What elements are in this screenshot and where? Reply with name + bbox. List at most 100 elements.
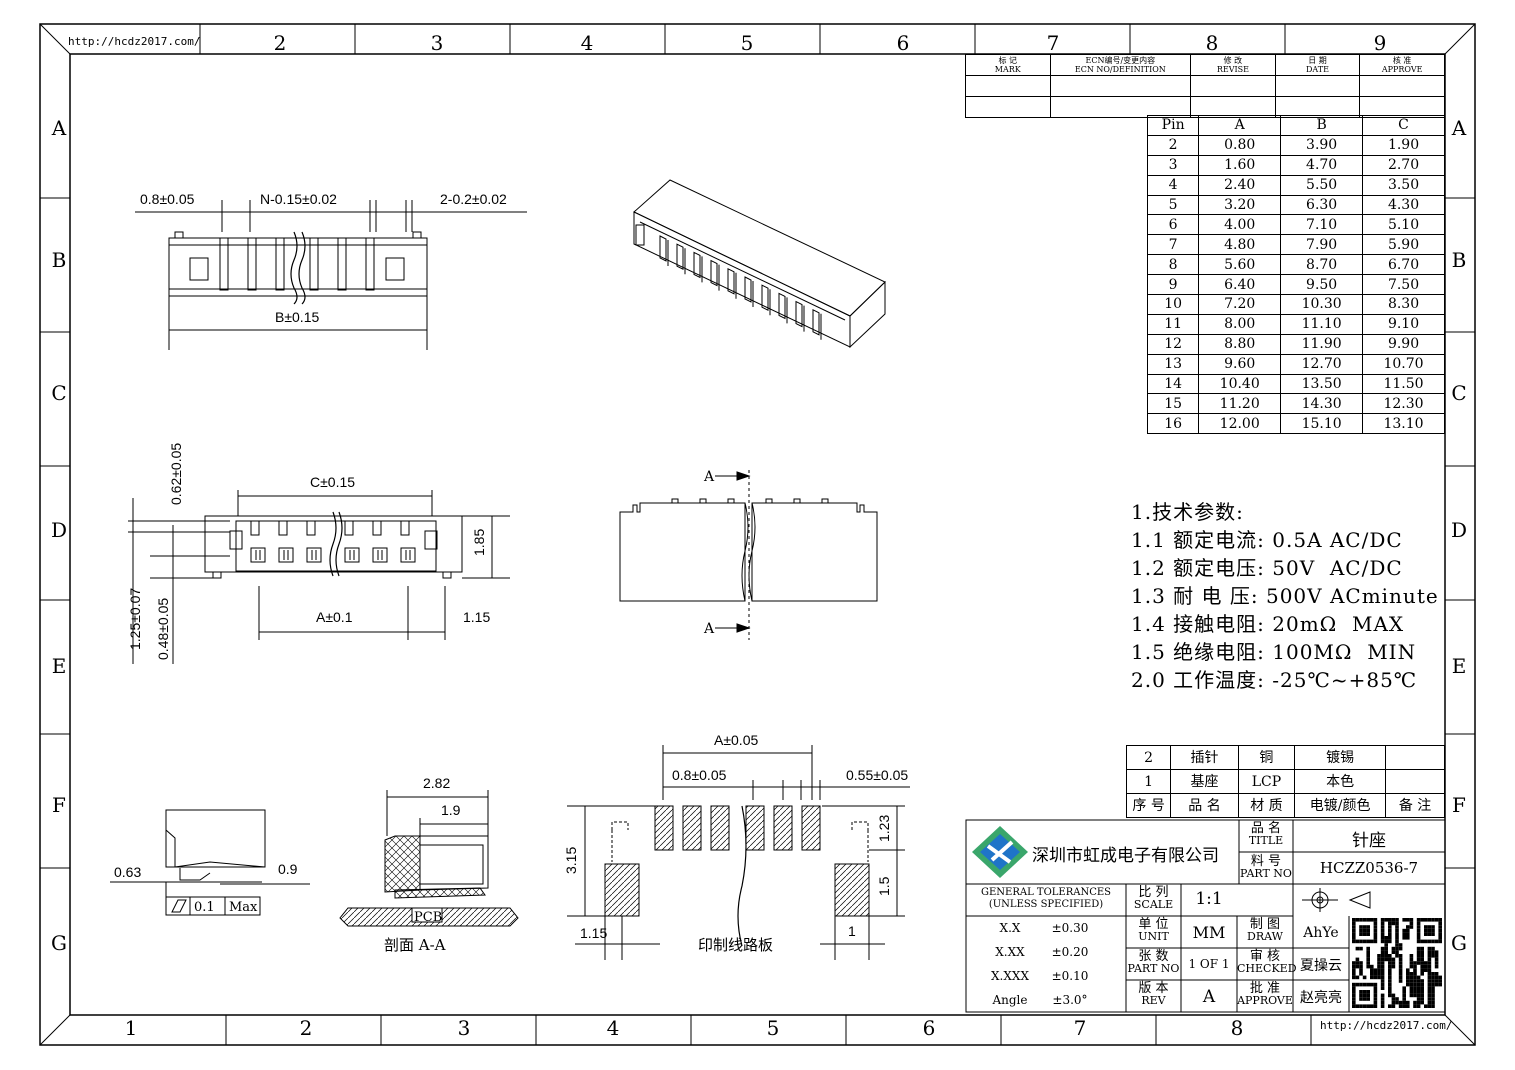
- url-bottom[interactable]: http://hcdz2017.com/: [1320, 1019, 1453, 1032]
- column-label-bottom: 5: [767, 1016, 780, 1040]
- qr-module: [1380, 1000, 1385, 1005]
- qr-module: [1427, 918, 1432, 922]
- qr-module: [1424, 1004, 1428, 1008]
- qr-module: [1427, 975, 1432, 980]
- pin-table-cell: 4.70: [1280, 154, 1364, 176]
- pin-table-cell: 4.80: [1198, 234, 1282, 256]
- row-label-right: C: [1451, 381, 1466, 405]
- qr-module: [1373, 921, 1378, 926]
- qr-module: [1384, 954, 1388, 958]
- tolerance-value: ±3.0°: [1052, 993, 1088, 1007]
- qr-module: [1362, 993, 1367, 998]
- qr-module: [1370, 964, 1374, 969]
- qr-module: [1434, 979, 1439, 983]
- pin-table-cell: 16: [1146, 413, 1200, 435]
- pin-table-header-cell: C: [1362, 115, 1445, 136]
- iso-pin: [693, 251, 703, 283]
- qr-module: [1420, 972, 1424, 976]
- pin-table-header-cell: B: [1280, 115, 1364, 136]
- qr-module: [1395, 918, 1399, 922]
- row-label-left: D: [51, 518, 67, 542]
- pin-table-cell: 14.30: [1280, 393, 1364, 415]
- qr-module: [1438, 925, 1442, 929]
- qr-module: [1427, 954, 1432, 958]
- qr-module: [1434, 918, 1439, 922]
- qr-module: [1391, 921, 1396, 926]
- pin-table-cell: 6: [1146, 214, 1200, 236]
- part-label-en: PART NO: [1240, 867, 1292, 880]
- qr-module: [1380, 921, 1385, 926]
- qr-module: [1413, 975, 1417, 980]
- qr-module: [1416, 950, 1421, 954]
- dim-top-b: B±0.15: [275, 309, 319, 325]
- qr-module: [1373, 968, 1378, 972]
- pin-table-header-cell: A: [1198, 115, 1282, 136]
- qr-module: [1388, 964, 1392, 969]
- rev-h-ecn-en: ECN NO/DEFINITION: [1074, 65, 1166, 74]
- rev-h-date-en: DATE: [1306, 65, 1329, 74]
- qr-module: [1406, 975, 1410, 980]
- revision-row: [965, 96, 1445, 118]
- pcb-pad: [801, 805, 821, 851]
- url-top[interactable]: http://hcdz2017.com/: [68, 35, 201, 48]
- iso-pin: [812, 308, 822, 340]
- qr-module: [1370, 982, 1374, 987]
- qr-module: [1438, 979, 1442, 983]
- qr-module: [1409, 990, 1414, 994]
- qr-module: [1427, 997, 1432, 1001]
- dim-side-063: 0.63: [114, 864, 141, 880]
- pin-table-cell: 12.30: [1362, 393, 1445, 415]
- qr-module: [1398, 946, 1403, 951]
- qr-module: [1406, 979, 1410, 983]
- pin-table-cell: 8: [1146, 254, 1200, 276]
- qr-module: [1373, 936, 1378, 940]
- dim-side-max: Max: [229, 900, 258, 915]
- qr-module: [1409, 925, 1414, 929]
- qr-module: [1373, 982, 1378, 987]
- column-label-bottom: 2: [300, 1016, 313, 1040]
- qr-module: [1420, 979, 1424, 983]
- column-label-bottom: 6: [923, 1016, 936, 1040]
- qr-module: [1438, 928, 1442, 933]
- pcb-pad: [745, 805, 765, 851]
- cs-caption: 剖面 A-A: [384, 936, 446, 954]
- pin-table-cell: 7: [1146, 234, 1200, 256]
- pin-table-cell: 11.10: [1280, 313, 1364, 335]
- qr-module: [1416, 957, 1421, 962]
- qr-module: [1373, 932, 1378, 936]
- qr-module: [1384, 950, 1388, 954]
- qr-module: [1352, 993, 1356, 998]
- qr-module: [1380, 928, 1385, 933]
- pin-table-cell: 4: [1146, 174, 1200, 196]
- qr-module: [1366, 1004, 1370, 1008]
- spec-line: 1.3 耐 电 压: 500V ACminute: [1131, 584, 1439, 608]
- qr-module: [1352, 972, 1356, 976]
- qr-module: [1431, 982, 1435, 987]
- column-label-top: 2: [274, 31, 287, 55]
- qr-module: [1434, 950, 1439, 954]
- qr-module: [1406, 936, 1410, 940]
- qr-module: [1391, 964, 1396, 969]
- pin-table-cell: 9.90: [1362, 333, 1445, 355]
- qr-module: [1431, 954, 1435, 958]
- qr-module: [1366, 925, 1370, 929]
- qr-module: [1413, 964, 1417, 969]
- qr-module: [1352, 1000, 1356, 1005]
- qr-module: [1438, 936, 1442, 940]
- title-label-cn: 品 名: [1250, 821, 1282, 836]
- tolerance-header: GENERAL TOLERANCES (UNLESS SPECIFIED): [966, 887, 1126, 911]
- qr-module: [1420, 968, 1424, 972]
- spec-line: 1.5 绝缘电阻: 100MΩ MIN: [1131, 640, 1417, 664]
- pin-table-cell: 4.30: [1362, 194, 1445, 216]
- qr-module: [1388, 993, 1392, 998]
- qr-module: [1355, 939, 1360, 944]
- qr-module: [1366, 928, 1370, 933]
- spec-line: 1.2 额定电压: 50V AC/DC: [1131, 556, 1403, 580]
- qr-module: [1416, 946, 1421, 951]
- qr-module: [1388, 925, 1392, 929]
